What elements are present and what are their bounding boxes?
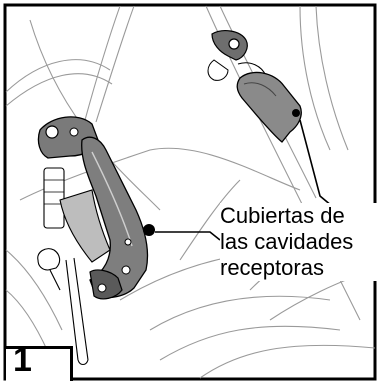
- step-number-box: [6, 346, 73, 381]
- callout-label: Cubiertas de las cavidades receptoras: [220, 203, 380, 281]
- callout-line-3: receptoras: [220, 255, 324, 280]
- callout-line-1: Cubiertas de: [220, 203, 345, 228]
- left-receiver-assembly: [37, 116, 155, 366]
- step-number: 1: [13, 341, 32, 379]
- upper-cover-plug-dot: [292, 109, 300, 117]
- upper-receiver-cover: [236, 71, 302, 143]
- callout-leaders: [155, 119, 333, 241]
- upper-fold-joint: [207, 30, 267, 81]
- left-cover-plug: [143, 224, 155, 236]
- callout-line-2: las cavidades: [220, 229, 354, 254]
